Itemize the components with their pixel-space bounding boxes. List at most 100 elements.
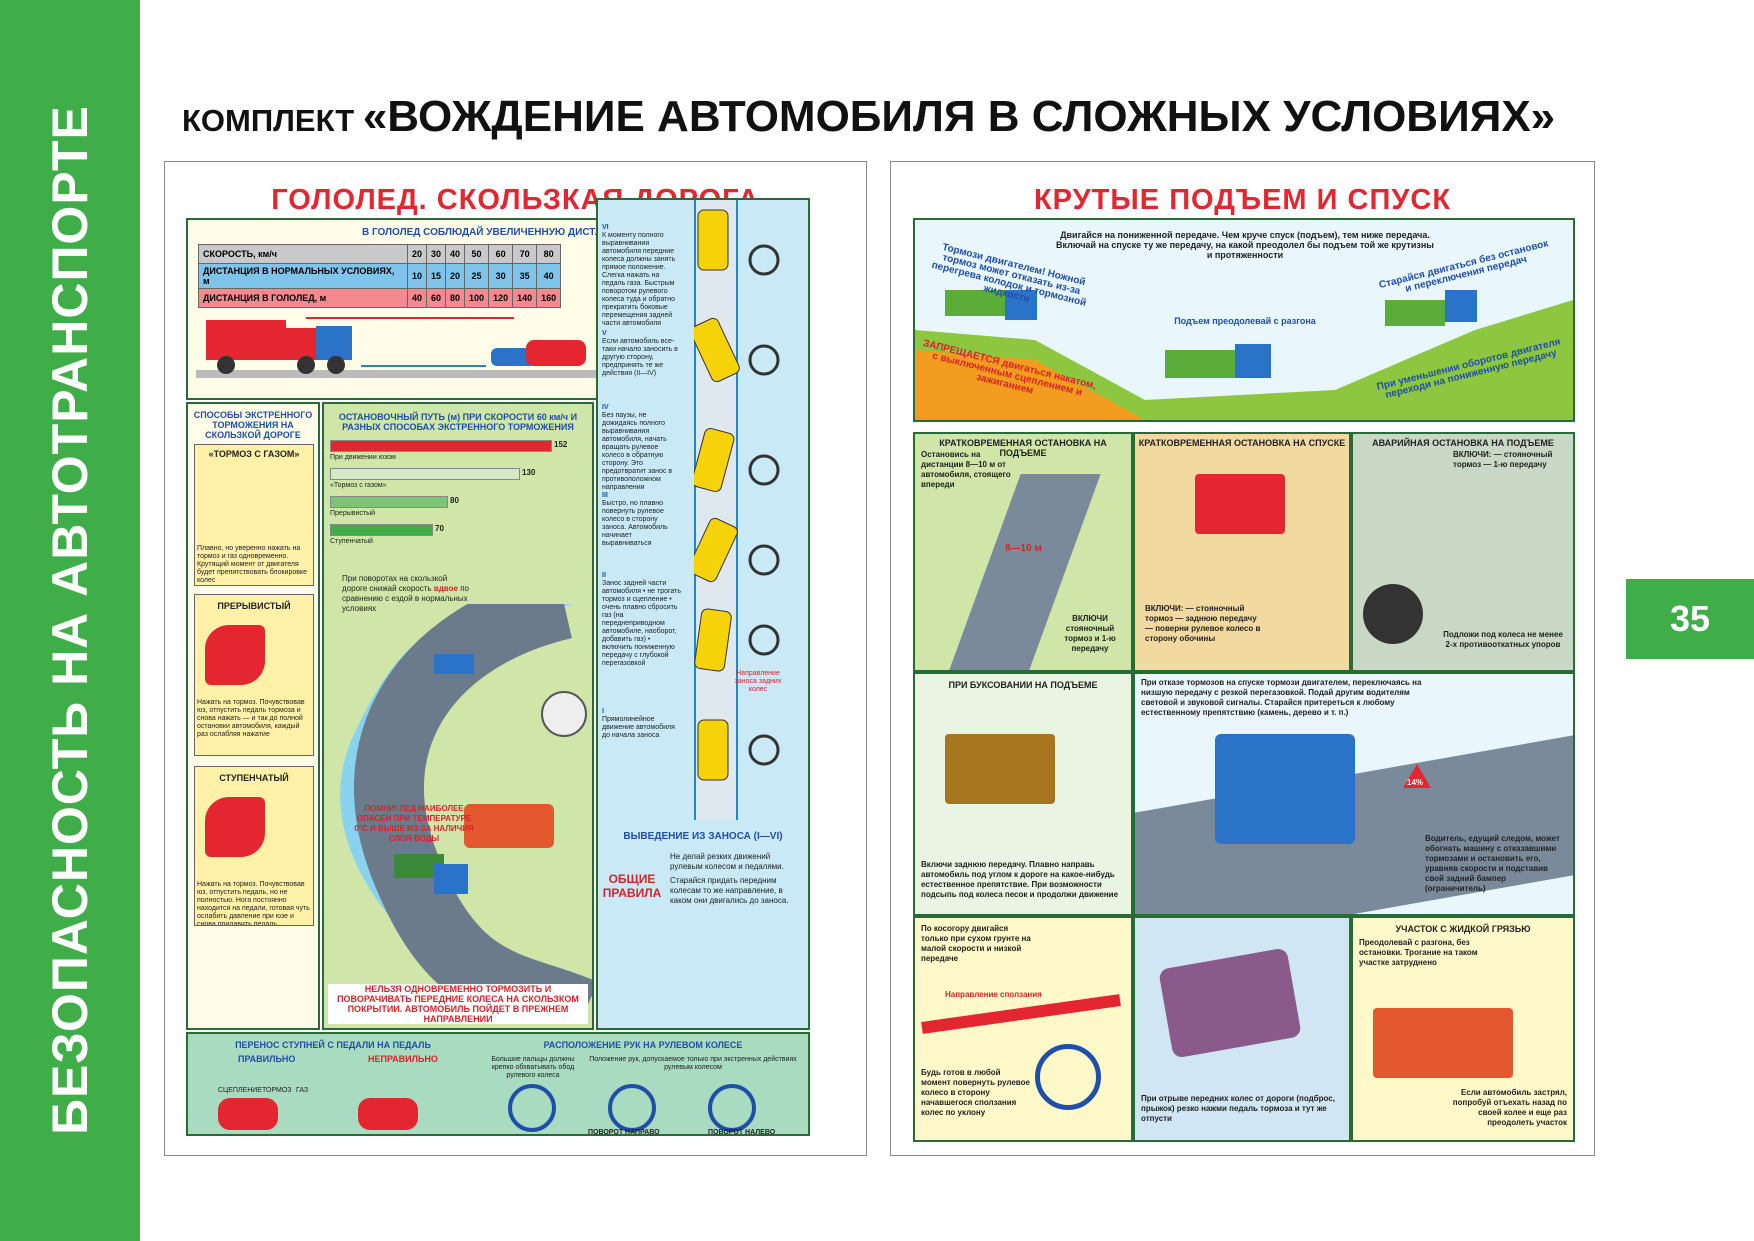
turn-right-label: ПОВОРОТ НАПРАВО — [588, 1129, 660, 1136]
stopping-bar-value: 70 — [435, 524, 444, 533]
stopping-bar — [330, 496, 448, 508]
hill-panel: Двигайся на пониженной передаче. Чем кру… — [913, 218, 1575, 422]
sidebar: БЕЗОПАСНОСТЬ НА АВТОТРАНСПОРТЕ — [0, 0, 140, 1241]
remember-note: ПОМНИ! ЛЕД НАИБОЛЕЕ ОПАСЕН ПРИ ТЕМПЕРАТУ… — [354, 804, 474, 843]
stopping-bar — [330, 440, 552, 452]
pedal-label: ГАЗ — [296, 1087, 309, 1094]
page-number-tab: 35 — [1626, 579, 1754, 659]
warning-note: НЕЛЬЗЯ ОДНОВРЕМЕННО ТОРМОЗИТЬ И ПОВОРАЧИ… — [328, 984, 588, 1024]
skid-heading: ВЫВЕДЕНИЕ ИЗ ЗАНОСА (I—VI) — [623, 831, 783, 842]
skid-cars — [694, 209, 780, 781]
foot-icon — [205, 625, 265, 685]
hill-intro: Двигайся на пониженной передаче. Чем кру… — [1056, 230, 1434, 260]
steering-wheel-icon — [708, 1084, 756, 1132]
stopping-bar — [330, 468, 520, 480]
steering-wheel-icon — [748, 454, 780, 486]
hands-heading: РАСПОЛОЖЕНИЕ РУК НА РУЛЕВОМ КОЛЕСЕ — [543, 1040, 743, 1050]
stop-downhill-panel: КРАТКОВРЕМЕННАЯ ОСТАНОВКА НА СПУСКЕ ВКЛЮ… — [1133, 432, 1351, 672]
truck-icon — [1385, 300, 1445, 326]
pedals-hands-panel: ПЕРЕНОС СТУПНЕЙ С ПЕДАЛИ НА ПЕДАЛЬ ПРАВИ… — [186, 1032, 810, 1136]
hands-grip: Большие пальцы должны крепко обхватывать… — [491, 1056, 575, 1079]
method-item: ПРЕРЫВИСТЫЙ Нажать на тормоз. Почувствов… — [194, 594, 314, 756]
stopping-bar-label: Ступенчатый — [330, 538, 373, 545]
stop-uphill-panel: КРАТКОВРЕМЕННАЯ ОСТАНОВКА НА ПОДЪЕМЕ Ост… — [913, 432, 1133, 672]
brake-failure-panel: При отказе тормозов на спуске тормози дв… — [1133, 672, 1575, 916]
stopping-panel: ОСТАНОВОЧНЫЙ ПУТЬ (м) ПРИ СКОРОСТИ 60 км… — [322, 402, 594, 1030]
methods-heading: СПОСОБЫ ЭКСТРЕННОГО ТОРМОЖЕНИЯ НА СКОЛЬЗ… — [193, 410, 313, 440]
truck-icon — [1195, 474, 1285, 534]
dump-truck-icon — [1215, 734, 1355, 844]
steering-wheel-icon — [608, 1084, 656, 1132]
steering-wheel-icon — [748, 624, 780, 656]
pedal-label: СЦЕПЛЕНИЕ — [218, 1087, 262, 1094]
stopping-bar — [330, 524, 433, 536]
method-item: СТУПЕНЧАТЫЙ Нажать на тормоз. Почувствов… — [194, 766, 314, 926]
slope-panel: По косогору двигайся только при сухом гр… — [913, 916, 1133, 1142]
truck-icon — [945, 734, 1055, 804]
mud-panel: УЧАСТОК С ЖИДКОЙ ГРЯЗЬЮ Преодолевай с ра… — [1351, 916, 1575, 1142]
page-title: КОМПЛЕКТ «ВОЖДЕНИЕ АВТОМОБИЛЯ В СЛОЖНЫХ … — [182, 92, 1555, 142]
stopping-bar-value: 130 — [522, 468, 536, 477]
title-main: «ВОЖДЕНИЕ АВТОМОБИЛЯ В СЛОЖНЫХ УСЛОВИЯХ» — [362, 92, 1556, 141]
hands-extreme: Положение рук, допускаемое только при эк… — [589, 1056, 797, 1071]
truck-icon — [206, 320, 286, 360]
stopping-bar-label: «Тормоз с газом» — [330, 482, 387, 489]
distance-heading: В ГОЛОЛЕД СОБЛЮДАЙ УВЕЛИЧЕННУЮ ДИСТАНЦИЮ — [361, 227, 635, 238]
wheel-lift-panel: При отрыве передних колес от дороги (под… — [1133, 916, 1351, 1142]
skid-direction-label: Направление заноса задних колес — [734, 670, 782, 693]
skid-road — [694, 200, 738, 820]
poster-right-title: КРУТЫЕ ПОДЪЕМ И СПУСК — [1033, 184, 1452, 216]
pedal-label: ТОРМОЗ — [262, 1087, 292, 1094]
footprint-icon — [218, 1098, 278, 1130]
pedals-wrong-label: НЕПРАВИЛЬНО — [368, 1054, 438, 1064]
pedals-heading: ПЕРЕНОС СТУПНЕЙ С ПЕДАЛИ НА ПЕДАЛЬ — [235, 1040, 431, 1050]
stopping-bar-label: Прерывистый — [330, 510, 376, 517]
distance-illustration — [196, 317, 796, 378]
poster-left: ГОЛОЛЕД. СКОЛЬЗКАЯ ДОРОГА В ГОЛОЛЕД СОБЛ… — [164, 161, 867, 1156]
slope-arrow — [921, 994, 1121, 1034]
steering-wheel-icon — [748, 244, 780, 276]
sidebar-title: БЕЗОПАСНОСТЬ НА АВТОТРАНСПОРТЕ — [42, 105, 98, 1135]
towing-uphill-panel: ПРИ БУКСОВАНИИ НА ПОДЪЕМЕ Включи заднюю … — [913, 672, 1133, 916]
bus-icon — [464, 804, 554, 848]
stopping-bar-value: 152 — [554, 440, 568, 449]
steering-wheel-icon — [748, 734, 780, 766]
hill-illustration — [915, 290, 1573, 420]
turn-left-label: ПОВОРОТ НАЛЕВО — [708, 1129, 776, 1136]
foot-icon — [205, 797, 265, 857]
pedals-right-label: ПРАВИЛЬНО — [238, 1054, 296, 1064]
steering-wheel-icon — [508, 1084, 556, 1132]
stopping-bar-label: При движении юзом — [330, 454, 396, 461]
stopping-heading: ОСТАНОВОЧНЫЙ ПУТЬ (м) ПРИ СКОРОСТИ 60 км… — [338, 412, 578, 432]
turn-note: При поворотах на скользкой дороге снижай… — [342, 574, 469, 613]
footprint-icon — [358, 1098, 418, 1130]
rules-item: Не делай резких движений рулевым колесом… — [670, 852, 784, 871]
title-prefix: КОМПЛЕКТ — [182, 103, 363, 138]
road-sign-icon — [1403, 764, 1431, 788]
wheel-icon — [1363, 584, 1423, 644]
truck-icon — [1165, 350, 1235, 378]
steering-wheel-icon — [1035, 1044, 1101, 1110]
truck-icon — [1373, 1008, 1513, 1078]
rules-item: Старайся придать передним колесам то же … — [670, 876, 789, 905]
van-icon — [1158, 947, 1302, 1059]
speedometer-icon — [541, 691, 587, 737]
braking-methods-panel: СПОСОБЫ ЭКСТРЕННОГО ТОРМОЖЕНИЯ НА СКОЛЬЗ… — [186, 402, 320, 1030]
poster-right: КРУТЫЕ ПОДЪЕМ И СПУСК Двигайся на пониже… — [890, 161, 1595, 1156]
truck-icon — [434, 654, 474, 674]
momentum-note: Подъем преодолевай с разгона — [1174, 316, 1316, 326]
method-item: «ТОРМОЗ С ГАЗОМ» Плавно, но уверенно наж… — [194, 444, 314, 586]
steering-wheel-icon — [748, 544, 780, 576]
emergency-stop-panel: АВАРИЙНАЯ ОСТАНОВКА НА ПОДЪЕМЕ ВКЛЮЧИ: —… — [1351, 432, 1575, 672]
